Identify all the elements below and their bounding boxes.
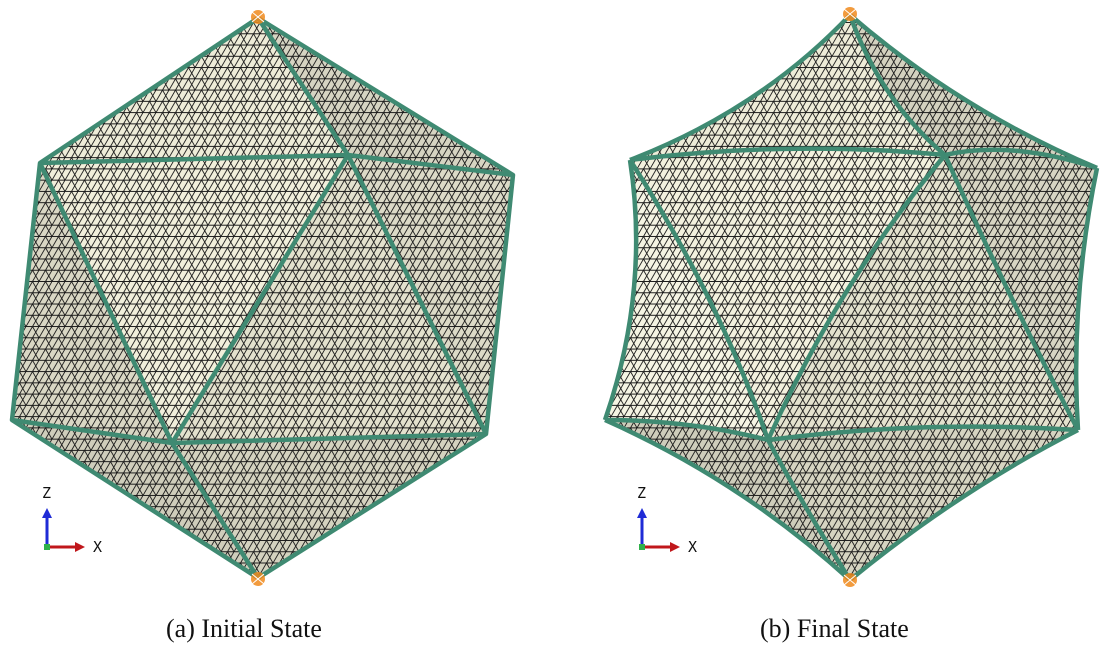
z-axis-label: Z [42, 484, 51, 502]
axis-triad: Z X [42, 484, 102, 556]
boundary-marker-bottom-icon [843, 573, 857, 587]
final-state-figure: Z X [590, 0, 1100, 600]
boundary-marker-bottom-icon [251, 572, 265, 586]
boundary-marker-top-icon [251, 10, 265, 24]
boundary-marker-top-icon [843, 7, 857, 21]
edge-beams [9, 16, 516, 581]
icosahedron-final: Z X [602, 7, 1100, 587]
mesh-faces-deformed [605, 15, 1097, 580]
icosahedron-initial: Z X [9, 10, 516, 586]
x-axis-label: X [688, 538, 697, 556]
initial-state-figure: Z X [0, 0, 540, 600]
axis-triad: Z X [637, 484, 697, 556]
z-axis-label: Z [637, 484, 646, 502]
caption-initial-state: (a) Initial State [166, 614, 322, 643]
x-axis-label: X [93, 538, 102, 556]
caption-final-state: (b) Final State [760, 614, 909, 643]
edge-beams-deformed [602, 13, 1100, 582]
